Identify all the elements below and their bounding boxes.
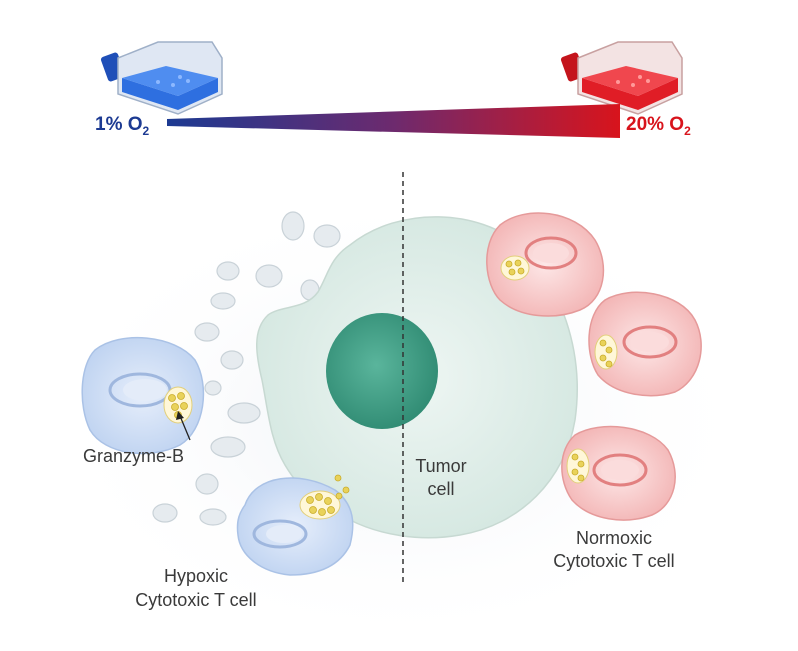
tumor-nucleus bbox=[326, 313, 438, 429]
low-oxygen-label: 1% O2 bbox=[95, 114, 150, 138]
hypoxic-label-line2: Cytotoxic T cell bbox=[135, 590, 256, 610]
normoxic-label-line1: Normoxic bbox=[576, 528, 652, 548]
hypoxic-label-line1: Hypoxic bbox=[164, 566, 228, 586]
tumor-cell-label-line1: Tumor bbox=[415, 456, 466, 476]
hypoxic-t-cell-bottom bbox=[236, 474, 354, 576]
normoxic-label-line2: Cytotoxic T cell bbox=[553, 551, 674, 571]
normoxic-t-cell-middle bbox=[588, 291, 702, 397]
red-culture-flask-icon bbox=[560, 41, 683, 115]
hypoxic-t-cell-left bbox=[81, 337, 205, 455]
normoxic-t-cell-top bbox=[486, 212, 605, 317]
tumor-cell-label-line2: cell bbox=[427, 479, 454, 499]
normoxic-t-cell-bottom bbox=[561, 425, 676, 521]
cell-debris bbox=[152, 211, 341, 526]
high-oxygen-label: 20% O2 bbox=[626, 114, 691, 138]
granzyme-pointer-arrow bbox=[176, 411, 191, 441]
blue-culture-flask-icon bbox=[100, 41, 223, 115]
granzyme-label: Granzyme-B bbox=[83, 446, 184, 466]
oxygen-gradient-bar bbox=[167, 104, 620, 138]
